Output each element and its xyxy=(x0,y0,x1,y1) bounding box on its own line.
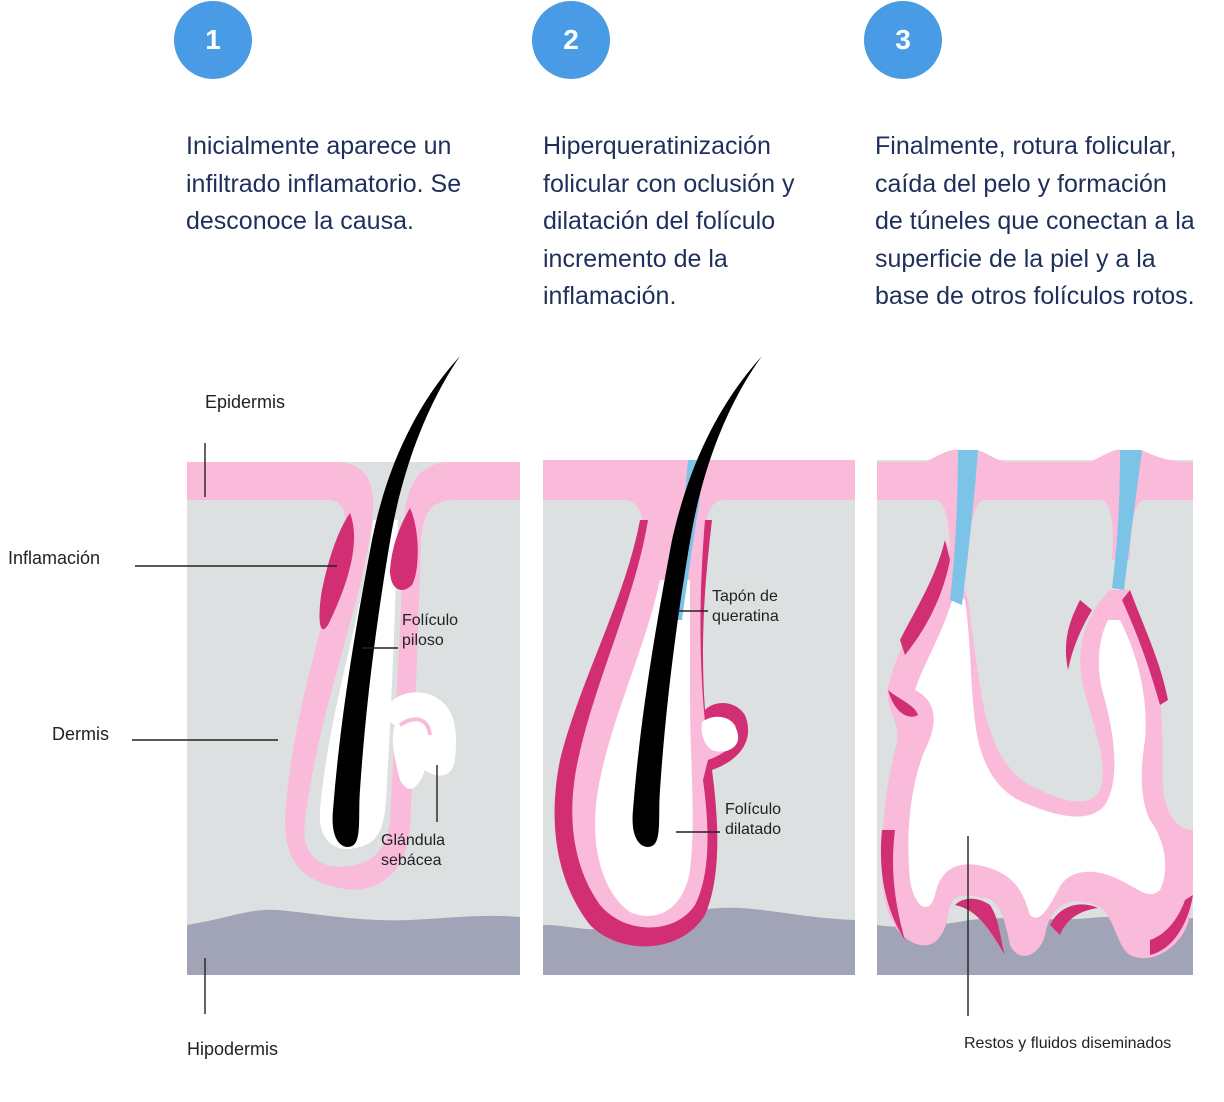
keratin-plug-right-3 xyxy=(1112,450,1142,590)
keratin-plug-left-3 xyxy=(950,450,978,605)
hypodermis-layer-1 xyxy=(187,909,520,975)
step-3-text: Finalmente, rotura folicular, caída del … xyxy=(875,132,1195,310)
step-1-badge: 1 xyxy=(174,1,252,79)
label-hipodermis: Hipodermis xyxy=(187,1039,279,1059)
sebaceous-gland-1 xyxy=(384,692,457,789)
label-foliculo-piloso: Folículo piloso xyxy=(402,612,459,649)
label-epidermis: Epidermis xyxy=(205,392,286,412)
label-dermis: Dermis xyxy=(52,724,109,744)
hair-2 xyxy=(632,356,762,847)
label-inflamacion: Inflamación xyxy=(8,548,101,568)
tunnel-cavity-3 xyxy=(908,590,1166,918)
label-glandula-sebacea: Glándula sebácea xyxy=(381,832,446,869)
inflammation-spot-left-1 xyxy=(319,513,355,630)
step-2-text: Hiperqueratinización folicular con oclus… xyxy=(543,132,795,310)
step-1-text: Inicialmente aparece un infiltrado infla… xyxy=(186,132,462,235)
hypodermis-layer-2 xyxy=(543,907,855,975)
step-3-badge: 3 xyxy=(864,1,942,79)
inflammation-spot-right-1 xyxy=(390,508,418,590)
panel-1 xyxy=(187,356,520,975)
panel-3 xyxy=(877,449,1193,975)
epidermis-2 xyxy=(543,460,855,560)
hair-1 xyxy=(332,356,460,847)
step-2-badge: 2 xyxy=(532,1,610,79)
label-restos: Restos y fluidos diseminados xyxy=(964,1035,1172,1052)
label-tapon-queratina: Tapón de queratina xyxy=(712,588,779,625)
label-foliculo-dilatado: Folículo dilatado xyxy=(725,801,782,838)
sebaceous-gland-2 xyxy=(701,716,739,752)
panel-2 xyxy=(543,356,855,975)
